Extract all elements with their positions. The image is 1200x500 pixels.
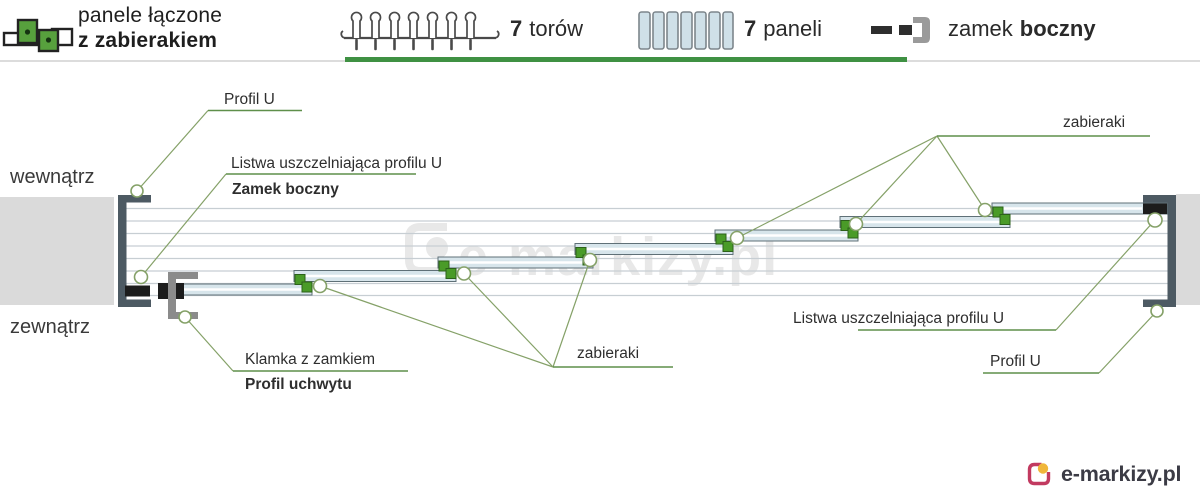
page-title: panele łączone z zabierakiem: [78, 3, 222, 53]
panel-3: [437, 256, 594, 269]
pointer-circle: [729, 230, 745, 246]
label-zabieraki-top: zabieraki: [1063, 114, 1125, 131]
zabierak-square: [301, 281, 313, 293]
label-profil-u-left: Profil U: [224, 91, 275, 108]
pointer-circles: [130, 184, 1164, 324]
page-title-line2: z zabierakiem: [78, 29, 218, 52]
u-profile-right: [1143, 195, 1176, 307]
panel-7: [991, 202, 1168, 215]
label-listwa-left: Listwa uszczelniająca profilu U: [231, 155, 442, 172]
zabierak-square: [575, 247, 587, 258]
pointer-circle: [133, 269, 149, 285]
label-inside: wewnątrz: [9, 166, 94, 188]
zabierak-square: [445, 268, 457, 279]
panel7-end-cap: [1143, 203, 1167, 214]
zabierak-square: [999, 214, 1011, 225]
stat-lock-word1: zamek: [948, 16, 1013, 41]
side-lock: [125, 285, 150, 297]
label-zamek-boczny: Zamek boczny: [232, 181, 339, 198]
site-logo[interactable]: e-markizy.pl: [1026, 461, 1181, 487]
label-listwa-right: Listwa uszczelniająca profilu U: [793, 310, 1004, 327]
header: panele łączone z zabierakiem: [0, 0, 1200, 62]
stat-tracks-count: 7: [510, 16, 523, 41]
stat-tracks-label: torów: [529, 16, 584, 41]
logo-bracket-icon: [1027, 462, 1051, 486]
stat-panels-count: 7: [744, 16, 757, 41]
stat-panels-label: paneli: [763, 16, 822, 41]
u-profile-left: [118, 195, 151, 307]
header-accent-underline: [345, 57, 907, 62]
panels-icon: [638, 11, 734, 50]
pointer-circle: [130, 184, 144, 198]
pointer-circle: [312, 278, 328, 294]
label-underlines: [208, 109, 1150, 374]
panel-6: [839, 216, 1011, 228]
zabierak-square: [438, 260, 450, 272]
wall-right: [1176, 194, 1200, 305]
label-zabieraki-bottom: zabieraki: [577, 345, 639, 362]
zabierak-square: [294, 274, 306, 285]
pointer-lines: [136, 110, 1158, 374]
pointer-circle: [582, 252, 598, 268]
zabierak-square: [992, 206, 1004, 218]
label-profil-u-right: Profil U: [990, 353, 1041, 370]
zabierak-square: [722, 241, 734, 252]
label-outside: zewnątrz: [10, 316, 90, 338]
pointer-circle: [1150, 304, 1164, 318]
stat-lock-word2: boczny: [1019, 16, 1096, 41]
panel-4: [574, 243, 734, 255]
pointer-circle: [977, 202, 993, 218]
pointer-circle: [1147, 212, 1163, 228]
pointer-circle: [456, 266, 472, 281]
logo-text: e-markizy.pl: [1061, 461, 1182, 486]
joined-panels-icon: [2, 18, 74, 53]
label-profil-uchwytu: Profil uchwytu: [245, 376, 352, 393]
page-title-line1: panele łączone: [78, 4, 223, 27]
panel-1: [179, 283, 313, 296]
panels: [179, 202, 1168, 296]
pointer-circle: [848, 216, 864, 232]
side-lock-icon: [871, 17, 930, 43]
watermark-dot: [426, 237, 448, 259]
tracks-profile-icon: [340, 11, 500, 51]
logo-dot: [1037, 463, 1049, 474]
handle-profile: [168, 272, 198, 319]
label-klamka: Klamka z zamkiem: [245, 351, 375, 368]
wall-left: [0, 197, 114, 305]
zabierak-square: [715, 233, 727, 245]
pointer-circle: [178, 310, 192, 324]
